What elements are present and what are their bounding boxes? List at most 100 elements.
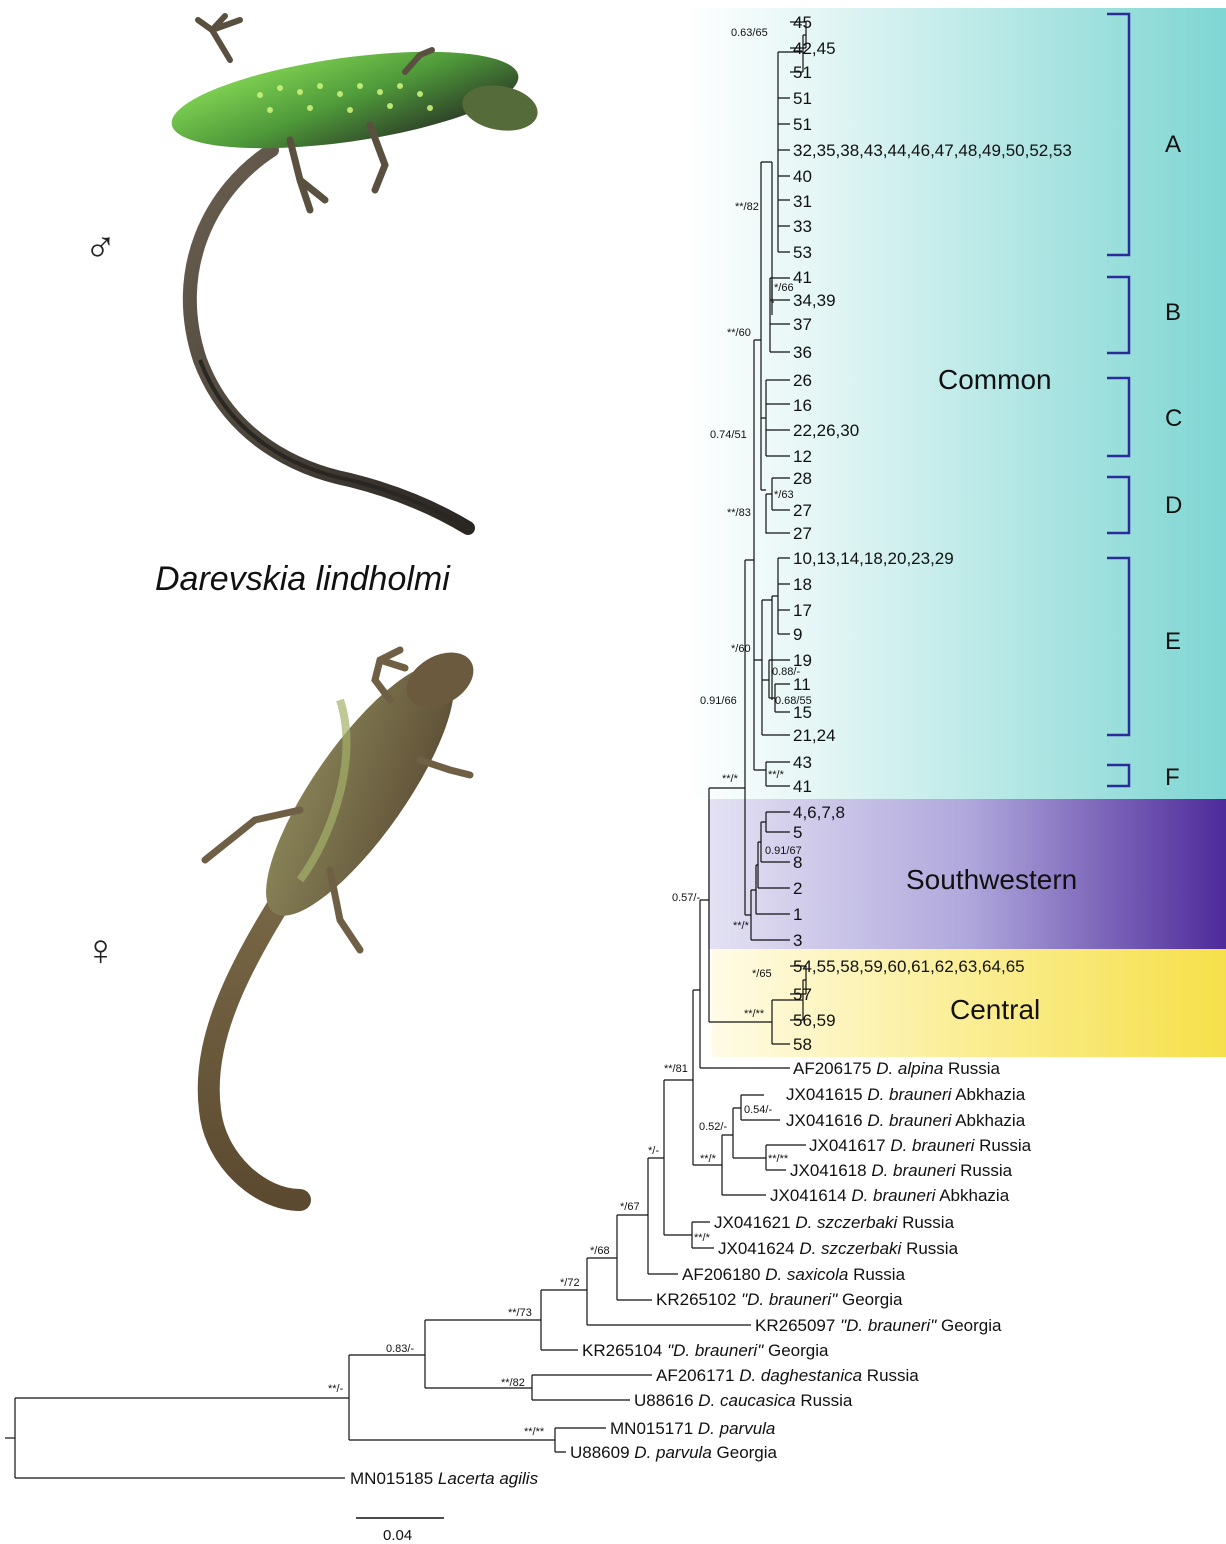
clade-label-e: E [1165,628,1181,655]
support-label: 0.83/- [386,1343,414,1355]
outgroup-label: KR265102 "D. brauneri" Georgia [656,1290,903,1309]
support-label: **/** [768,1153,789,1165]
support-label: 0.68/55 [775,695,812,707]
tip-label: 51 [793,115,812,134]
tip-label: 10,13,14,18,20,23,29 [793,549,954,568]
tip-label: 43 [793,753,812,772]
support-label: 0.88/- [772,666,800,678]
outgroup-label: AF206180 D. saxicola Russia [682,1265,906,1284]
support-label: 0.91/67 [765,845,802,857]
support-label: */68 [590,1245,610,1257]
tip-label: 58 [793,1035,812,1054]
tip-label: 45 [793,13,812,32]
tip-label: 37 [793,315,812,334]
tip-label: 54,55,58,59,60,61,62,63,64,65 [793,957,1025,976]
support-label: **/* [694,1232,711,1244]
tip-label: 12 [793,447,812,466]
tip-label: 53 [793,243,812,262]
support-label: **/* [700,1153,717,1165]
tip-label: 56,59 [793,1011,836,1030]
female-lizard-image [205,641,484,1200]
support-label: */65 [752,968,772,980]
tip-label: 3 [793,931,802,950]
support-label: **/* [768,769,785,781]
tip-label: 42,45 [793,39,836,58]
clade-label-b: B [1165,299,1181,326]
support-label: 0.91/66 [700,695,737,707]
support-label: */63 [774,489,794,501]
outgroup-label: JX041624 D. szczerbaki Russia [718,1239,959,1258]
tip-label: 22,26,30 [793,421,859,440]
support-label: 0.54/- [744,1104,772,1116]
tip-label: 17 [793,601,812,620]
outgroup-label: AF206175 D. alpina Russia [793,1059,1001,1078]
tip-label: 28 [793,469,812,488]
tip-label: 51 [793,63,812,82]
support-label: **/81 [664,1063,688,1075]
male-symbol: ♂ [84,223,117,272]
tip-label: 4,6,7,8 [793,803,845,822]
outgroup-tip-labels: AF206175 D. alpina Russia JX041615 D. br… [350,1059,1032,1488]
tip-label: 18 [793,575,812,594]
support-label: **/* [733,920,750,932]
support-label: 0.57/- [672,892,700,904]
tip-label: 57 [793,985,812,1004]
support-label: **/** [744,1008,765,1020]
clade-label-f: F [1165,764,1180,791]
support-label: */72 [560,1277,580,1289]
support-label: 0.74/51 [710,429,747,441]
outgroup-label: MN015171 D. parvula [610,1419,775,1438]
outgroup-label: JX041618 D. brauneri Russia [790,1161,1013,1180]
support-label: **/73 [508,1307,532,1319]
region-label-common: Common [938,364,1052,395]
outgroup-label: JX041616 D. brauneri Abkhazia [786,1111,1026,1130]
support-label: **/- [328,1383,344,1395]
support-label: **/83 [727,507,751,519]
tip-label: 40 [793,167,812,186]
support-label: 0.52/- [699,1121,727,1133]
tip-label: 36 [793,343,812,362]
support-label: */- [648,1145,659,1157]
male-lizard-image [166,16,541,530]
outgroup-label: AF206171 D. daghestanica Russia [656,1366,919,1385]
tip-label: 51 [793,89,812,108]
clade-label-d: D [1165,492,1182,519]
outgroup-label: JX041621 D. szczerbaki Russia [714,1213,955,1232]
region-label-southwestern: Southwestern [906,864,1077,895]
tip-label: 16 [793,396,812,415]
region-label-central: Central [950,994,1040,1025]
tip-label: 27 [793,501,812,520]
species-name: Darevskia lindholmi [155,560,451,598]
tip-label: 32,35,38,43,44,46,47,48,49,50,52,53 [793,141,1072,160]
tip-label: 31 [793,192,812,211]
tip-label: 41 [793,268,812,287]
support-label: **/60 [727,327,751,339]
tip-label: 9 [793,625,802,644]
tip-label: 41 [793,777,812,796]
tip-label: 1 [793,905,802,924]
clade-label-c: C [1165,405,1182,432]
support-label: **/82 [735,201,759,213]
support-label: **/* [722,773,739,785]
tip-label: 5 [793,823,802,842]
outgroup-label: JX041617 D. brauneri Russia [809,1136,1032,1155]
outgroup-label: JX041614 D. brauneri Abkhazia [770,1186,1010,1205]
female-symbol: ♀ [84,926,117,975]
support-label: */60 [731,643,751,655]
outgroup-label: MN015185 Lacerta agilis [350,1469,539,1488]
support-label: **/** [524,1426,545,1438]
outgroup-label: JX041615 D. brauneri Abkhazia [786,1085,1026,1104]
tip-label: 33 [793,217,812,236]
scale-bar-label: 0.04 [383,1527,412,1544]
outgroup-label: U88609 D. parvula Georgia [570,1443,778,1462]
support-label: */67 [620,1201,640,1213]
outgroup-label: KR265097 "D. brauneri" Georgia [755,1316,1002,1335]
outgroup-label: KR265104 "D. brauneri" Georgia [582,1341,829,1360]
tip-label: 2 [793,879,802,898]
support-label: 0.63/65 [731,27,768,39]
tip-label: 34,39 [793,291,836,310]
clade-label-a: A [1165,131,1181,158]
support-label: */66 [774,282,794,294]
outgroup-label: U88616 D. caucasica Russia [634,1391,853,1410]
